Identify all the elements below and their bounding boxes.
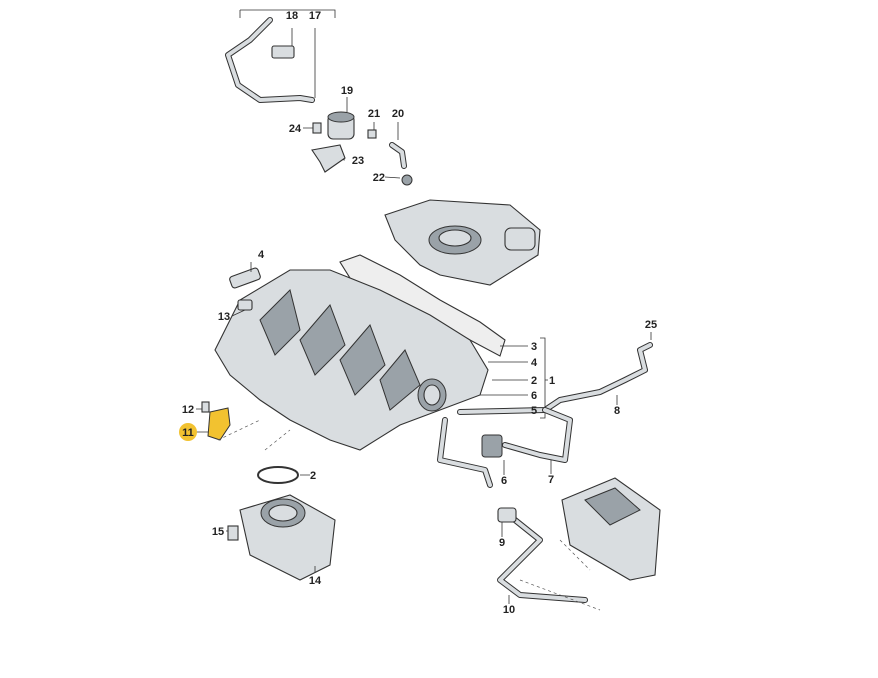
callout-25[interactable]: 25 [645, 319, 657, 331]
callout-7[interactable]: 7 [548, 474, 554, 486]
throttle-body [227, 494, 336, 581]
callout-5[interactable]: 5 [531, 405, 537, 417]
callout-21[interactable]: 21 [368, 108, 380, 120]
callout-18[interactable]: 18 [286, 10, 298, 22]
callout-1[interactable]: 1 [549, 375, 555, 387]
callout-10[interactable]: 10 [503, 604, 515, 616]
vacuum-hoses [437, 342, 653, 603]
callout-11[interactable]: 11 [182, 427, 194, 439]
callout-4-top[interactable]: 4 [258, 249, 265, 261]
callout-6-valve[interactable]: 6 [501, 475, 507, 487]
pressure-valve [303, 97, 413, 186]
callout-23[interactable]: 23 [352, 155, 364, 167]
top-leader-lines [239, 9, 336, 98]
callout-8[interactable]: 8 [614, 405, 620, 417]
callout-3[interactable]: 3 [531, 341, 537, 353]
callout-2[interactable]: 2 [531, 375, 537, 387]
callout-17[interactable]: 17 [309, 10, 321, 22]
callout-15[interactable]: 15 [212, 526, 224, 538]
intake-manifold [214, 267, 489, 451]
o-ring [257, 466, 299, 484]
sensor-part-11 [201, 401, 231, 441]
highlight-marker [179, 423, 197, 441]
callout-22[interactable]: 22 [373, 172, 385, 184]
callout-24[interactable]: 24 [289, 123, 302, 135]
callout-2-oring[interactable]: 2 [310, 470, 316, 482]
callout-19[interactable]: 19 [341, 85, 353, 97]
callout-12[interactable]: 12 [182, 404, 194, 416]
callout-6[interactable]: 6 [531, 390, 537, 402]
callout-13[interactable]: 13 [218, 311, 230, 323]
breather-hose [225, 17, 315, 103]
air-filter-housing [561, 477, 661, 581]
callout-20[interactable]: 20 [392, 108, 404, 120]
oil-separator-cover [384, 199, 541, 286]
callout-4[interactable]: 4 [531, 357, 538, 369]
callout-9[interactable]: 9 [499, 537, 505, 549]
callout-14[interactable]: 14 [309, 575, 322, 587]
